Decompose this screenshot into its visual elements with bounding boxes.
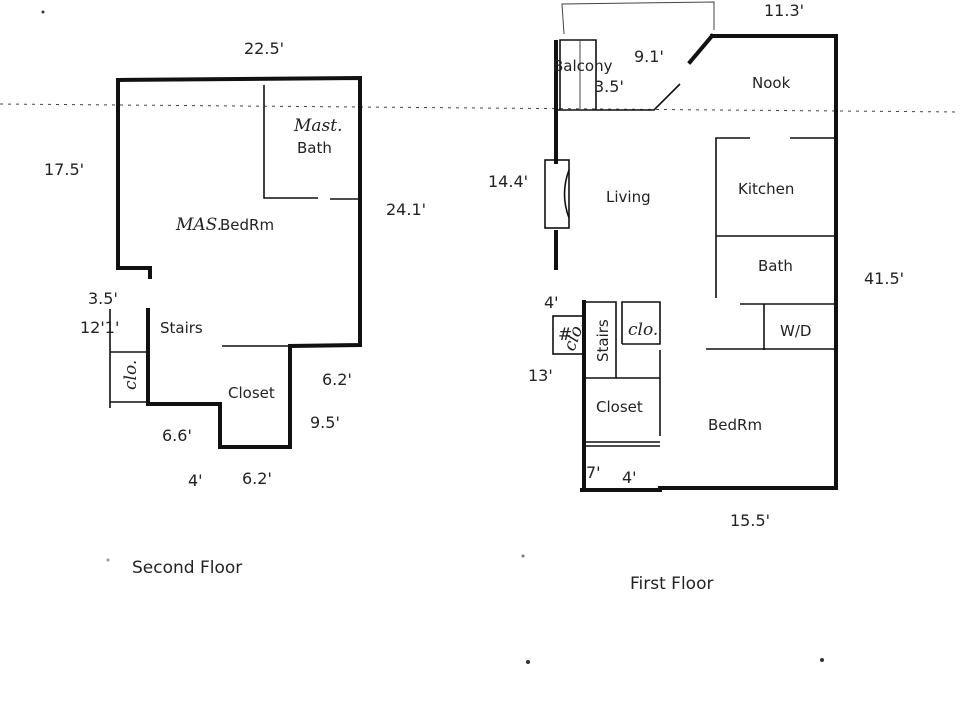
fireplace [544, 159, 570, 229]
master-bedroom-label: BedRm [220, 216, 274, 234]
first-floor-dim-balcony-width: 9.1' [634, 47, 664, 66]
second-floor-title: Second Floor [132, 558, 242, 578]
wd-label: W/D [780, 322, 811, 340]
second-floor-plan: Mast. Bath MAS. BedRm Stairs clo. Closet… [44, 39, 426, 578]
balcony-label: Balcony [553, 57, 613, 75]
second-floor-stairs-label: Stairs [160, 319, 203, 337]
second-floor-dim-closet-depth: 9.5' [310, 413, 340, 432]
second-floor-dim-right: 24.1' [386, 200, 426, 219]
first-floor-nook-angle [687, 33, 715, 65]
second-floor-dim-closet-right: 6.2' [322, 370, 352, 389]
second-floor-closet-label: Closet [228, 384, 275, 402]
first-floor-stairs-label: Stairs [594, 319, 612, 362]
second-floor-dim-closet-left: 6.6' [162, 426, 192, 445]
master-bath-note: Mast. [293, 116, 343, 136]
master-bedroom-note: MAS. [175, 215, 222, 235]
second-floor-dim-bottom-left: 4' [188, 471, 203, 490]
fireplace-note: # [558, 325, 572, 345]
first-floor-plan: Balcony Nook Living Kitchen Bath W/D Sta… [488, 1, 904, 594]
master-bath-wall [263, 85, 318, 199]
second-floor-dim-top: 22.5' [244, 39, 284, 58]
first-floor-dim-bottom-mid: 4' [622, 468, 637, 487]
balcony-railing [561, 1, 715, 35]
first-floor-dim-left: 14.4' [488, 172, 528, 191]
first-floor-dim-stair-length: 13' [528, 366, 553, 385]
first-floor-bath-label: Bath [758, 257, 793, 275]
first-floor-dim-right: 41.5' [864, 269, 904, 288]
living-label: Living [606, 188, 651, 206]
second-floor-dim-stair-width: 3.5' [88, 289, 118, 308]
first-floor-clo-note: clo. [628, 320, 658, 340]
second-floor-clo-note: clo. [121, 360, 141, 390]
first-floor-bedroom-label: BedRm [708, 416, 762, 434]
second-floor-bath-label: Bath [297, 139, 332, 157]
second-floor-dim-bottom-right: 6.2' [242, 469, 272, 488]
first-floor-outer-wall [580, 34, 838, 492]
first-floor-title: First Floor [630, 574, 713, 594]
first-floor-dim-top: 11.3' [764, 1, 804, 20]
second-floor-dim-stair-length: 12'1' [80, 318, 119, 337]
second-floor-outer-wall [115, 75, 362, 449]
second-floor-left-wall [116, 78, 152, 279]
nook-label: Nook [752, 74, 791, 92]
first-floor-dim-bottom: 15.5' [730, 511, 770, 530]
kitchen-label: Kitchen [738, 180, 794, 198]
first-floor-dim-balcony-depth: 3.5' [594, 77, 624, 96]
first-floor-dim-stair-width: 4' [544, 293, 559, 312]
first-floor-balcony-wall [556, 83, 681, 111]
second-floor-dim-left: 17.5' [44, 160, 84, 179]
first-floor-dim-bottom-left: 7' [586, 463, 601, 482]
first-floor-closet-label: Closet [596, 398, 643, 416]
